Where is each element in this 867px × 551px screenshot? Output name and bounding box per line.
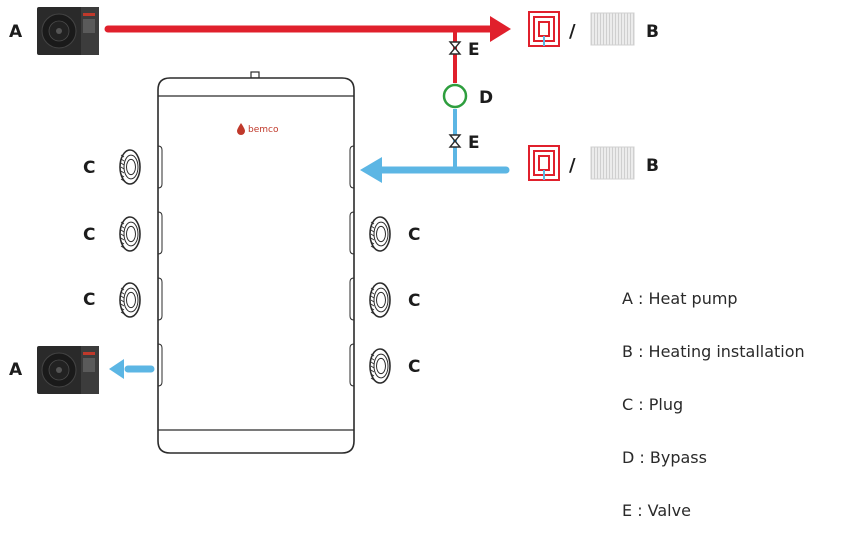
heating-installation-label-bottom: B bbox=[646, 156, 659, 176]
valve-label-upper: E bbox=[468, 40, 480, 60]
separator: / bbox=[569, 155, 576, 176]
valve-icon bbox=[448, 134, 462, 148]
plugs-group bbox=[119, 149, 391, 384]
plug-icon bbox=[119, 216, 141, 252]
plug-label: C bbox=[83, 290, 95, 310]
legend: A : Heat pump B : Heating installation C… bbox=[622, 286, 805, 551]
legend-bypass: D : Bypass bbox=[622, 448, 707, 467]
valve-icon bbox=[448, 41, 462, 55]
plug-label: C bbox=[408, 291, 420, 311]
plug-label: C bbox=[408, 357, 420, 377]
plug-icon bbox=[119, 149, 141, 185]
heating-installation-label-top: B bbox=[646, 22, 659, 42]
separator: / bbox=[569, 21, 576, 42]
supply-arrow bbox=[490, 16, 511, 42]
plug-label: C bbox=[83, 225, 95, 245]
heatpump-return-arrow bbox=[109, 359, 124, 379]
plug-icon bbox=[369, 216, 391, 252]
heat-pump-icon bbox=[37, 7, 99, 55]
plug-label: C bbox=[408, 225, 420, 245]
heat-pump-label-bottom: A bbox=[9, 360, 23, 380]
return-arrow bbox=[360, 157, 382, 183]
hydraulic-diagram: E E D A A / B / B bbox=[9, 7, 659, 454]
pump-icon bbox=[442, 83, 468, 109]
legend-heating-installation: B : Heating installation bbox=[622, 342, 805, 361]
heat-pump-icon bbox=[37, 346, 99, 394]
brand-name: bemco bbox=[248, 125, 279, 135]
underfloor-heating-icon bbox=[528, 11, 560, 47]
underfloor-heating-icon bbox=[528, 145, 560, 181]
bypass-label: D bbox=[479, 88, 493, 108]
plug-label: C bbox=[83, 158, 95, 178]
valve-label-lower: E bbox=[468, 133, 480, 153]
heat-pump-label-top: A bbox=[9, 22, 23, 42]
radiator-icon bbox=[590, 12, 635, 46]
legend-heat-pump: A : Heat pump bbox=[622, 289, 738, 308]
brand-logo: bemco bbox=[237, 123, 279, 135]
radiator-icon bbox=[590, 146, 635, 180]
legend-plug: C : Plug bbox=[622, 395, 684, 414]
plug-icon bbox=[369, 348, 391, 384]
legend-valve: E : Valve bbox=[622, 501, 691, 520]
plug-icon bbox=[369, 282, 391, 318]
buffer-tank bbox=[157, 71, 355, 454]
plug-icon bbox=[119, 282, 141, 318]
